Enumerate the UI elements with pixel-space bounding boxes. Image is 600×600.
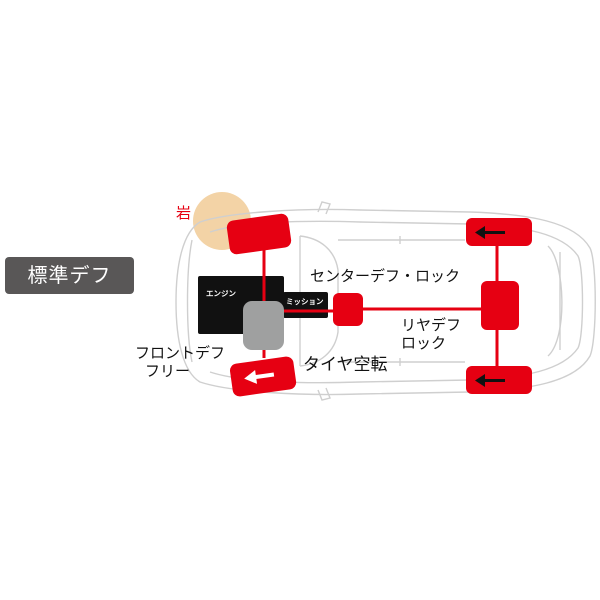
rear-left-tire xyxy=(466,218,532,246)
center-diff-lock-label: センターデフ・ロック xyxy=(310,267,460,285)
center-diff xyxy=(333,293,363,326)
front-left-tire xyxy=(226,213,292,255)
rear-left-arrow-icon xyxy=(475,226,505,239)
standard-diff-badge: 標準デフ xyxy=(5,257,134,294)
spin-arrow-icon xyxy=(244,370,275,384)
rear-right-arrow-icon xyxy=(475,374,505,387)
front-diff-unit xyxy=(243,301,284,350)
front-diff-free-label-line2: フリー xyxy=(145,362,190,380)
rock-label: 岩 xyxy=(176,204,191,222)
rear-diff-lock-label-line2: ロック xyxy=(401,334,446,352)
front-right-tire xyxy=(229,356,297,397)
front-diff-free-label-line1: フロントデフ xyxy=(135,344,225,362)
engine-label: エンジン xyxy=(206,289,236,298)
rear-right-tire xyxy=(466,366,532,394)
transmission-label: ミッション xyxy=(286,297,324,306)
rear-diff-lock-label-line1: リヤデフ xyxy=(401,316,461,334)
rear-diff xyxy=(481,281,519,330)
badge-label: 標準デフ xyxy=(27,263,112,287)
tire-spin-label: タイヤ空転 xyxy=(303,355,388,375)
